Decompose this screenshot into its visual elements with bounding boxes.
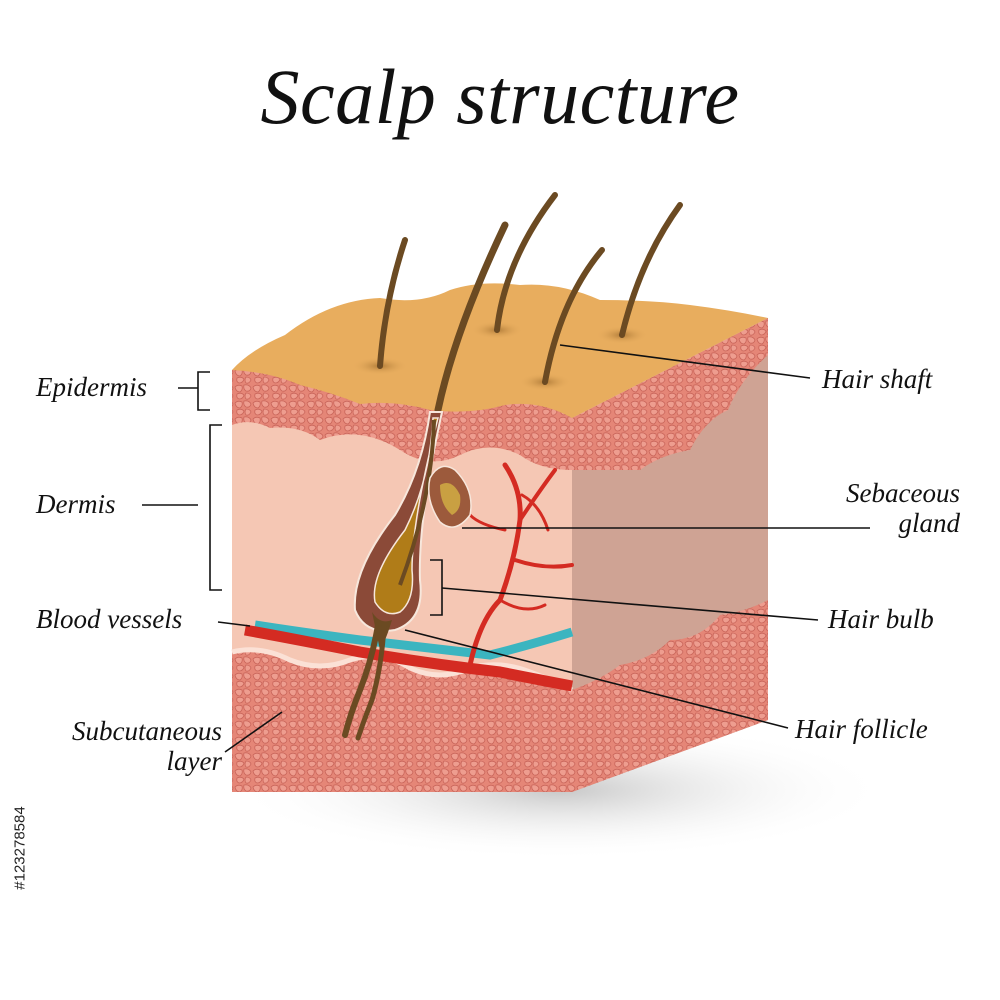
label-sebaceous-gland: Sebaceous gland [800,478,960,538]
label-subcutaneous-line1: Subcutaneous [72,716,222,746]
vein-vessel [254,620,574,660]
artery-vessel [244,624,574,692]
subcutaneous-boundary [231,647,574,693]
label-epidermis: Epidermis [36,372,147,402]
label-hair-follicle: Hair follicle [795,714,928,744]
label-sebaceous-line2: gland [898,508,960,538]
front-subcutaneous [232,649,572,792]
page-title: Scalp structure [260,53,740,140]
label-sebaceous-line1: Sebaceous [846,478,960,508]
leader-lines [142,344,870,753]
follicle-root [342,622,381,738]
label-subcutaneous-layer: Subcutaneous layer [36,716,222,776]
label-hair-shaft: Hair shaft [822,364,933,394]
stock-id-text: #123278584 [11,806,29,890]
hair-strands [377,192,683,385]
side-epidermis [572,318,768,470]
main-hair-shaft [434,221,509,414]
hair-bulb-core [373,417,439,615]
top-surface [232,283,768,418]
label-blood-vessels: Blood vessels [36,604,183,634]
side-subcutaneous [572,600,768,792]
label-dermis: Dermis [36,489,116,519]
capillary-tree [467,462,574,668]
label-subcutaneous-line2: layer [166,746,222,776]
label-hair-bulb: Hair bulb [828,604,934,634]
stock-id-watermark: #123278584 [6,768,34,928]
